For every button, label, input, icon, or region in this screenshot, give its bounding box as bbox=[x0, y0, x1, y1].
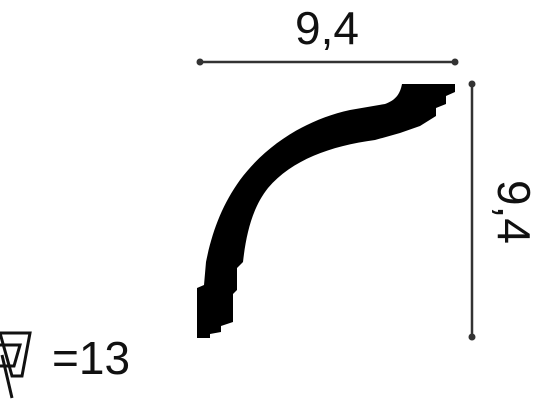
moulding-profile-shape bbox=[197, 84, 455, 338]
count-indicator: =13 bbox=[0, 331, 130, 399]
height-dimension-start-tick bbox=[468, 80, 476, 88]
count-label: =13 bbox=[52, 332, 130, 384]
width-dimension-end-tick bbox=[451, 58, 459, 66]
height-dimension-end-tick bbox=[468, 333, 476, 341]
moulding-glyph-icon bbox=[0, 331, 32, 399]
width-dimension: 9,4 bbox=[196, 2, 459, 66]
height-dimension-label: 9,4 bbox=[488, 180, 536, 244]
width-dimension-label: 9,4 bbox=[295, 2, 359, 54]
height-dimension: 9,4 bbox=[468, 80, 536, 341]
width-dimension-start-tick bbox=[196, 58, 204, 66]
